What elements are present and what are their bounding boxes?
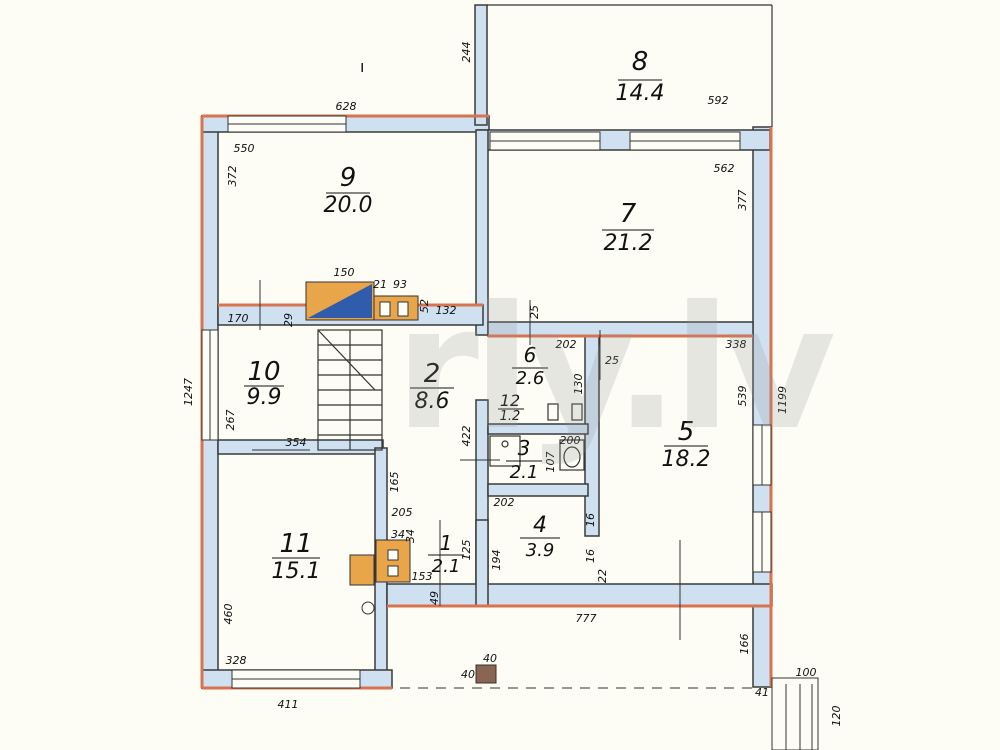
room-12-area: 1.2 — [500, 409, 521, 424]
dim-166: 166 — [738, 634, 751, 655]
dim-34-a: 34 — [391, 528, 405, 541]
dim-267: 267 — [224, 410, 237, 431]
dimension-lines — [252, 280, 681, 640]
windows — [201, 115, 772, 689]
room-9-area: 20.0 — [324, 193, 373, 218]
dim-550: 550 — [234, 142, 255, 155]
room-6-area: 2.6 — [516, 368, 545, 389]
dim-377: 377 — [736, 190, 749, 211]
dim-25-top: 25 — [528, 305, 541, 319]
dim-16-b: 16 — [584, 513, 597, 527]
dim-338: 338 — [726, 338, 747, 351]
room-3-number: 3 — [518, 436, 531, 460]
bathroom-fixtures — [489, 403, 585, 471]
room-10-area: 9.9 — [247, 385, 282, 410]
dim-153: 153 — [412, 570, 433, 583]
dim-25-right: 25 — [605, 354, 619, 367]
dim-372: 372 — [226, 166, 239, 187]
fixture-boxes — [349, 539, 497, 684]
dim-244: 244 — [460, 42, 473, 63]
dim-165: 165 — [388, 472, 401, 493]
ink-mark: ı — [360, 57, 364, 76]
dim-120: 120 — [830, 706, 843, 727]
dim-460: 460 — [222, 604, 235, 625]
room-8-area: 14.4 — [616, 81, 665, 106]
room-11-number: 11 — [279, 529, 312, 559]
dim-170: 170 — [228, 312, 249, 325]
dim-40-b: 40 — [483, 652, 497, 665]
room-1-area: 2.1 — [432, 556, 461, 577]
room-3-area: 2.1 — [510, 462, 539, 483]
staircase — [317, 329, 383, 451]
dim-628: 628 — [336, 100, 357, 113]
porch — [400, 677, 819, 750]
dim-1247: 1247 — [182, 378, 195, 406]
room-8-number: 8 — [632, 47, 649, 77]
dim-777: 777 — [576, 612, 597, 625]
dim-205: 205 — [392, 506, 413, 519]
room-10-number: 10 — [247, 357, 280, 387]
room-5-area: 18.2 — [662, 447, 711, 472]
room-2-number: 2 — [424, 359, 441, 389]
room-6-number: 6 — [524, 343, 537, 367]
dim-202-top: 202 — [556, 338, 577, 351]
dimension-labels: 628 244 592 550 372 562 377 150 21 93 52… — [182, 42, 843, 727]
room-11-area: 15.1 — [272, 559, 321, 584]
room-4-number: 4 — [533, 513, 547, 538]
dim-52: 52 — [418, 299, 431, 313]
dim-93: 93 — [393, 278, 407, 291]
dim-328: 328 — [226, 654, 247, 667]
dim-132: 132 — [436, 304, 457, 317]
dim-21: 21 — [373, 278, 387, 291]
dim-22: 22 — [596, 569, 609, 583]
dim-34-b: 34 — [404, 529, 417, 543]
room-2-area: 8.6 — [415, 389, 450, 414]
dim-107: 107 — [544, 452, 557, 473]
dim-100: 100 — [796, 666, 817, 679]
stove — [305, 281, 419, 321]
dim-422: 422 — [460, 426, 473, 447]
dim-150: 150 — [334, 266, 355, 279]
room-4-area: 3.9 — [526, 540, 555, 561]
dim-202-mid: 202 — [494, 496, 515, 509]
room-12-number: 12 — [500, 391, 520, 410]
dim-194: 194 — [490, 550, 503, 571]
dim-354: 354 — [286, 436, 307, 449]
dim-562: 562 — [714, 162, 735, 175]
room-7-number: 7 — [620, 199, 637, 229]
watermark: rly.lv — [395, 270, 836, 468]
dim-200: 200 — [560, 434, 581, 447]
dim-16-a: 16 — [584, 549, 597, 563]
dim-539: 539 — [736, 386, 749, 407]
room-8-outline — [487, 4, 773, 127]
dim-29: 29 — [282, 313, 295, 327]
room-9-number: 9 — [340, 163, 357, 193]
dim-1199: 1199 — [776, 386, 789, 414]
dim-41: 41 — [755, 686, 769, 699]
room-5-number: 5 — [678, 417, 695, 447]
room-labels: 8 14.4 9 20.0 7 21.2 10 9.9 2 8.6 6 2.6 … — [244, 47, 710, 584]
dim-130: 130 — [572, 374, 585, 395]
dim-40-a: 40 — [461, 668, 475, 681]
room-7-area: 21.2 — [604, 231, 653, 256]
dim-592: 592 — [708, 94, 729, 107]
dim-125: 125 — [460, 540, 473, 561]
dim-411: 411 — [278, 698, 299, 711]
dim-49: 49 — [428, 591, 441, 605]
room-1-number: 1 — [440, 531, 453, 555]
